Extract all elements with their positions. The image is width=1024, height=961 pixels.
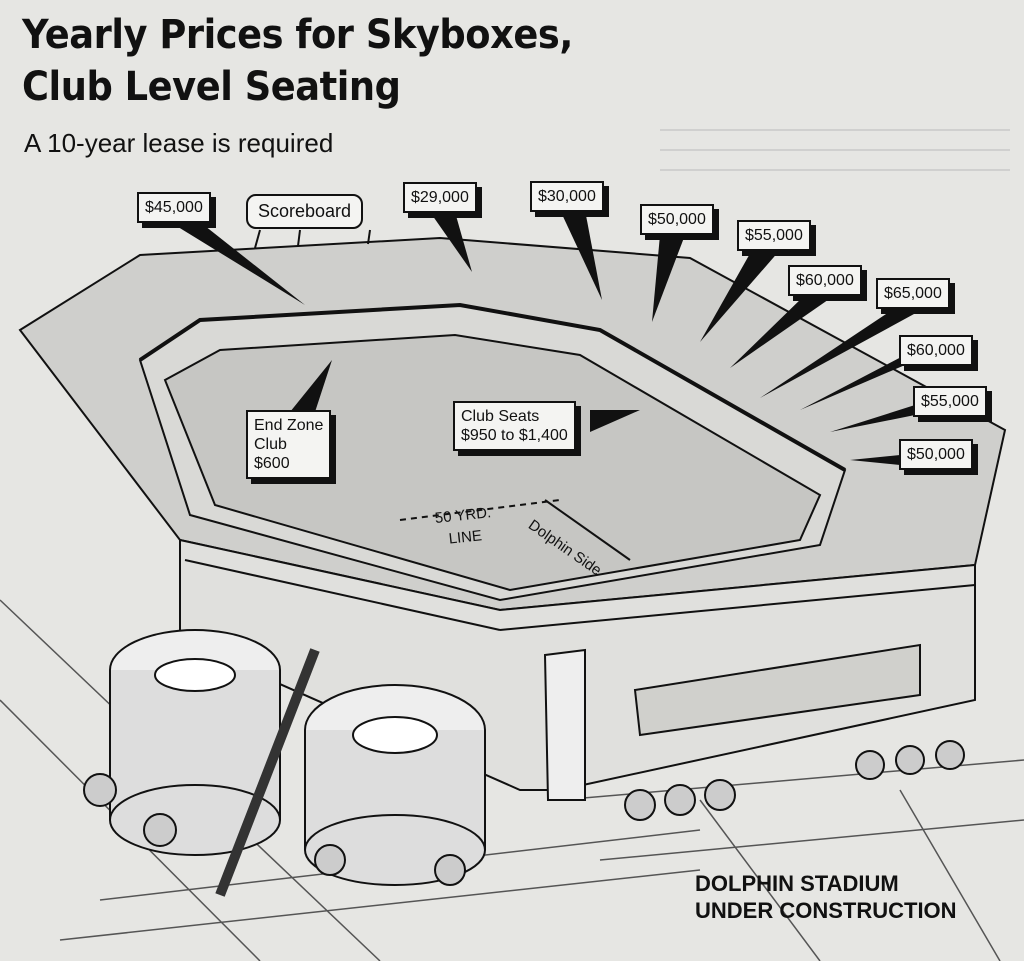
yard-line-label: 50 YRD. LINE: [434, 502, 495, 552]
skybox-price-label: $30,000: [530, 181, 604, 212]
caption-line: DOLPHIN STADIUM: [695, 871, 899, 896]
caption: DOLPHIN STADIUM UNDER CONSTRUCTION: [695, 870, 957, 924]
end-zone-line: End Zone: [254, 417, 324, 434]
skybox-price-label: $50,000: [640, 204, 714, 235]
skybox-price-label: $55,000: [737, 220, 811, 251]
skybox-price-label: $29,000: [403, 182, 477, 213]
subtitle: A 10-year lease is required: [24, 128, 334, 158]
title-line-1: Yearly Prices for Skyboxes,: [22, 12, 573, 58]
skybox-price-label: $50,000: [899, 439, 973, 470]
end-zone-line: $600: [254, 455, 290, 472]
club-seats-label: Club Seats $950 to $1,400: [453, 401, 576, 451]
scoreboard-label: Scoreboard: [246, 194, 364, 229]
end-zone-line: Club: [254, 436, 287, 453]
title-line-2: Club Level Seating: [22, 64, 401, 110]
skybox-price-label: $65,000: [876, 278, 950, 309]
caption-line: UNDER CONSTRUCTION: [695, 898, 957, 923]
club-seats-line: $950 to $1,400: [461, 427, 568, 444]
skybox-price-label: $60,000: [899, 335, 973, 366]
end-zone-club-label: End Zone Club $600: [246, 410, 332, 479]
skybox-price-label: $55,000: [913, 386, 987, 417]
skybox-price-label: $45,000: [137, 192, 211, 223]
club-seats-line: Club Seats: [461, 408, 540, 425]
skybox-price-label: $60,000: [788, 265, 862, 296]
